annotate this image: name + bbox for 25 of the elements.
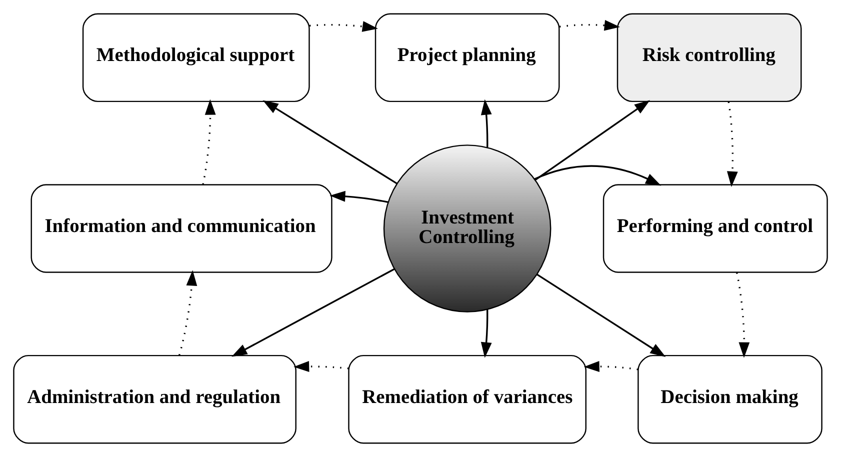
arrow <box>202 98 216 184</box>
arrow <box>559 19 620 30</box>
arrow <box>480 98 492 147</box>
arrow <box>330 190 388 203</box>
arrow <box>726 101 738 186</box>
node-box: Remediation of variances <box>348 354 586 444</box>
node-box: Administration and regulation <box>13 354 296 444</box>
node-box: Risk controlling <box>616 12 802 102</box>
arrow <box>294 360 349 372</box>
arrow <box>232 268 395 356</box>
node-box: Information and communication <box>30 184 332 272</box>
arrow <box>736 272 750 358</box>
arrow <box>309 20 378 32</box>
arrow <box>534 100 650 180</box>
arrow <box>262 100 398 184</box>
node-box: Decision making <box>638 354 822 444</box>
node-box: Project planning <box>374 12 560 102</box>
node-box: Methodological support <box>82 12 310 102</box>
arrow <box>178 270 198 355</box>
node-circle: Investment Controlling <box>383 144 552 312</box>
arrow <box>536 273 666 356</box>
node-box: Performing and control <box>602 184 828 272</box>
arrow <box>534 164 662 186</box>
arrow <box>584 360 638 372</box>
arrow <box>480 308 492 358</box>
